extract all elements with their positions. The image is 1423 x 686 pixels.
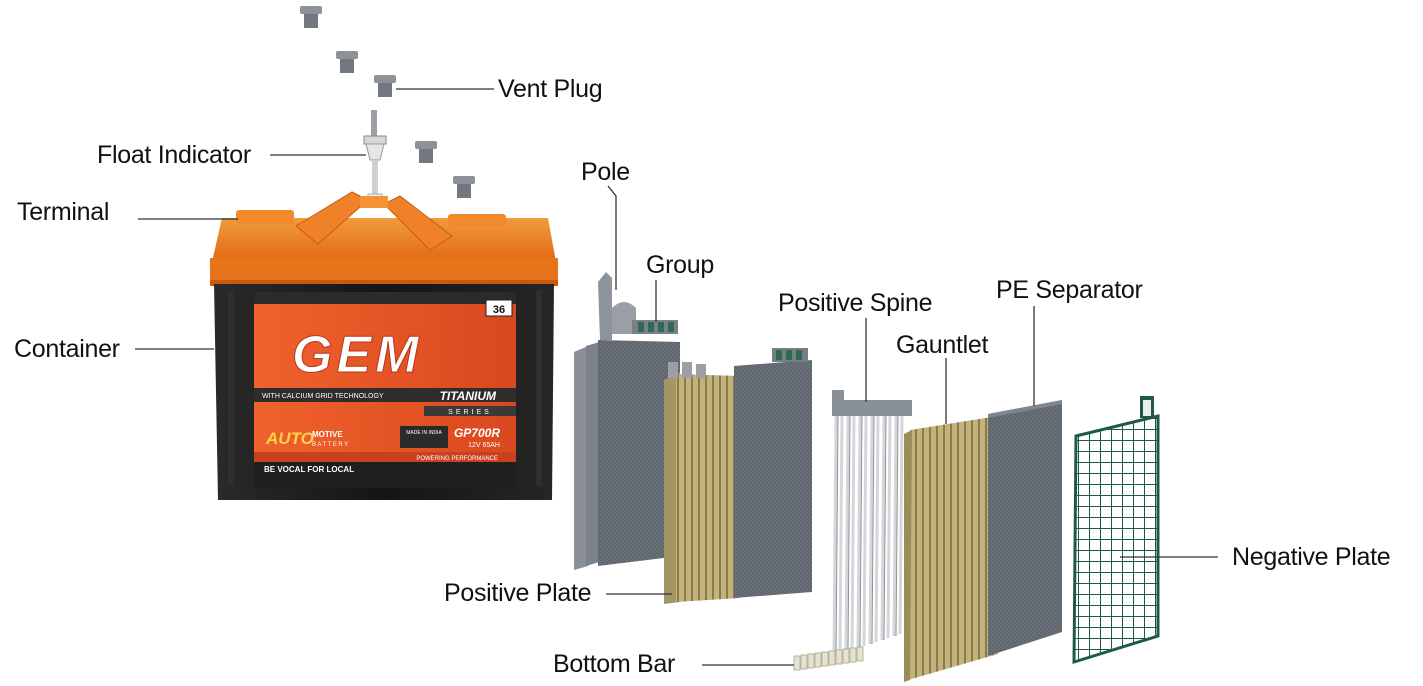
label-vent-plug: Vent Plug: [498, 75, 603, 103]
label-battery-word: BATTERY: [312, 442, 350, 448]
negative-plate: [1072, 396, 1160, 665]
label-motive: MOTIVE: [312, 430, 343, 439]
positive-plate: [664, 362, 740, 604]
battery-label: 36 GEM WITH CALCIUM GRID TECHNOLOGY TITA…: [254, 292, 516, 488]
positive-plate-group: [574, 272, 680, 570]
label-model: GP700R: [454, 426, 500, 440]
vent-plug-2: [336, 51, 358, 73]
label-made-in: MADE IN INDIA: [406, 430, 442, 436]
label-pe-separator: PE Separator: [996, 276, 1143, 304]
brand-logo: GEM: [292, 326, 422, 384]
label-float-indicator: Float Indicator: [97, 141, 251, 169]
label-terminal: Terminal: [17, 198, 110, 226]
label-powering: POWERING PERFORMANCE: [416, 456, 498, 462]
leader-pole: [607, 185, 617, 290]
bottom-bar: [793, 646, 864, 671]
label-rating: 12V 65AH: [468, 442, 500, 449]
label-pole: Pole: [581, 158, 630, 186]
gauntlet: [904, 416, 998, 682]
pe-separator: [988, 400, 1062, 656]
negative-plate-pack: [734, 348, 812, 598]
label-auto: AUTO: [265, 429, 314, 448]
label-positive-spine: Positive Spine: [778, 289, 933, 317]
vent-plug-3: [374, 75, 396, 97]
pole: [598, 272, 612, 340]
label-negative-plate: Negative Plate: [1232, 543, 1391, 571]
label-slogan: BE VOCAL FOR LOCAL: [264, 465, 354, 474]
label-container: Container: [14, 335, 120, 363]
label-positive-plate: Positive Plate: [444, 579, 592, 607]
label-group: Group: [646, 251, 714, 279]
battery: 36 GEM WITH CALCIUM GRID TECHNOLOGY TITA…: [210, 191, 558, 500]
label-series-name: TITANIUM: [440, 389, 497, 403]
leader-lines: [135, 88, 1218, 666]
label-gauntlet: Gauntlet: [896, 331, 989, 359]
positive-spine: [832, 390, 912, 657]
vent-plug-5: [453, 176, 475, 198]
capacity-badge: 36: [493, 304, 505, 316]
label-series-word: SERIES: [448, 409, 492, 416]
vent-plug-4: [415, 141, 437, 163]
battery-lid: [210, 191, 558, 286]
float-indicator: [363, 110, 387, 203]
vent-plugs: [300, 6, 475, 198]
label-technology: WITH CALCIUM GRID TECHNOLOGY: [262, 393, 384, 400]
label-bottom-bar: Bottom Bar: [553, 650, 676, 678]
vent-plug-1: [300, 6, 322, 28]
